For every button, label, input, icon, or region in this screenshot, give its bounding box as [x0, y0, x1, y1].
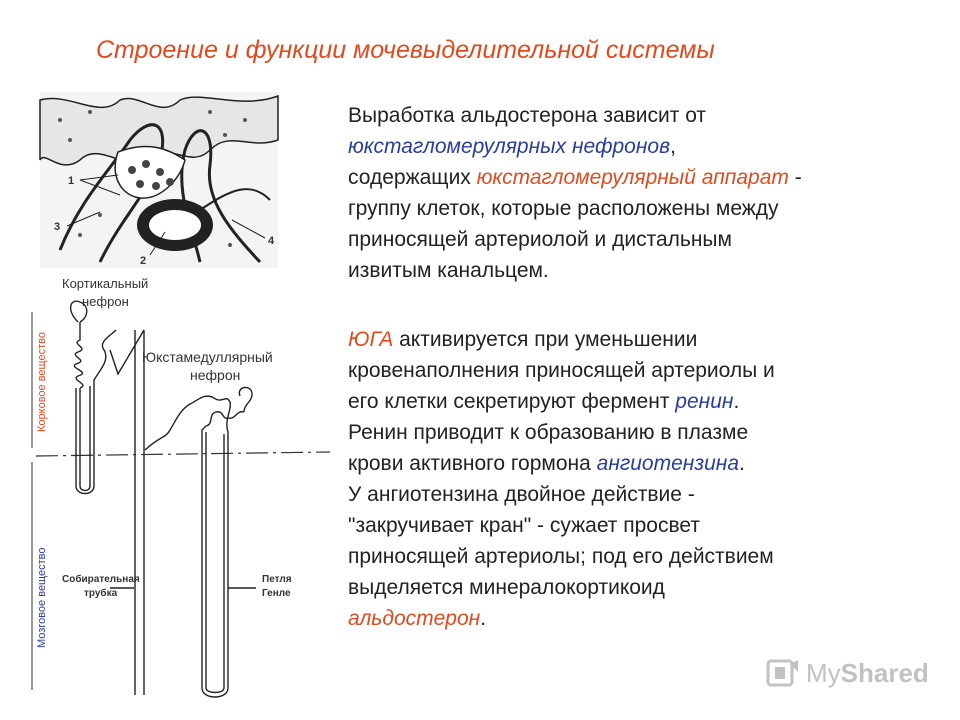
cortex-medulla-boundary: [35, 451, 331, 457]
p2-line-8: приносящей артериолы; под его действием: [348, 545, 774, 568]
jga-paragraph: ЮГА активируется при уменьшении кровенап…: [348, 324, 928, 634]
marker-1: 1: [68, 175, 74, 187]
myshared-watermark: MyShared: [766, 656, 929, 690]
p2-line-5: крови активного гормона ангиотензина.: [348, 448, 928, 479]
slide-title: Строение и функции мочевыделительной сис…: [96, 36, 715, 64]
p2-line-9: выделяется минералокортикоид: [348, 576, 665, 599]
p1-line-3-head: содержащих: [348, 166, 477, 189]
aldosterone-paragraph: Выработка альдостерона зависит от юкстаг…: [348, 100, 928, 286]
p1-line-4: группу клеток, которые расположены между: [348, 197, 779, 220]
term-aldosterone: альдостерон: [348, 607, 481, 630]
p2-line-2: кровенаполнения приносящей артериолы и: [348, 359, 775, 382]
p2-line-3: его клетки секретируют фермент ренин.: [348, 386, 928, 417]
p1-line-2-tail: ,: [670, 135, 676, 158]
term-juxtaglomerular-apparatus: юкстагломерулярный аппарат: [476, 166, 789, 189]
collecting-duct: [109, 329, 145, 695]
p2-line-4: Ренин приводит к образованию в плазме: [348, 421, 749, 444]
marker-2: 2: [140, 255, 146, 267]
marker-3: 3: [54, 221, 60, 233]
p1-line-1: Выработка альдостерона зависит от: [348, 104, 707, 127]
p2-line-1-tail: активируется при уменьшении: [393, 328, 698, 351]
p2-line-5-tail: .: [739, 452, 745, 475]
marker-4: 4: [268, 235, 275, 247]
p1-line-6: извитым канальцем.: [348, 259, 549, 282]
p2-line-3-head: его клетки секретируют фермент: [348, 390, 676, 413]
term-jga: ЮГА: [348, 328, 394, 351]
juxtamedullary-nephron-label-line2: нефрон: [190, 367, 240, 383]
term-angiotensin: ангиотензина: [596, 452, 740, 475]
watermark-text: MyShared: [806, 658, 929, 689]
cortical-nephron-label-line1: Кортикальный: [62, 276, 148, 291]
p1-line-5: приносящей артериолой и дистальным: [348, 228, 732, 251]
medulla-side-label: Мозговое вещество: [36, 547, 48, 648]
p1-line-3-tail: -: [788, 166, 802, 189]
henle-loop-label-line2: Генле: [262, 588, 291, 599]
p1-line-3: содержащих юкстагломерулярный аппарат -: [348, 162, 928, 193]
collecting-duct-label-line1: Собирательная: [62, 573, 140, 585]
collecting-duct-label-line2: трубка: [84, 587, 118, 599]
p2-line-7: "закручивает кран" - сужает просвет: [348, 514, 701, 537]
term-renin: ренин: [675, 390, 734, 413]
juxtamedullary-nephron: [144, 386, 256, 698]
watermark-my: My: [806, 657, 841, 688]
myshared-logo-icon: [766, 659, 798, 687]
juxtaglomerular-micrograph: [39, 92, 279, 268]
p1-line-2: юкстагломерулярных нефронов,: [348, 131, 928, 162]
nephron-diagram: 1 2 3 4 Кортикальный нефрон Юкстамедулля…: [31, 92, 331, 698]
term-juxtaglomerular-nephrons: юкстагломерулярных нефронов: [348, 135, 671, 158]
juxtamedullary-nephron-label-line1: Юкстамедуллярный: [142, 349, 273, 365]
henle-loop-label-line1: Петля: [262, 574, 292, 585]
p2-line-10: альдостерон.: [348, 603, 928, 634]
p2-line-6: У ангиотензина двойное действие -: [348, 483, 695, 506]
cortical-nephron: [70, 300, 117, 495]
p2-line-3-tail: .: [733, 390, 740, 413]
cortex-side-label: Корковое вещество: [36, 332, 48, 432]
p2-line-1: ЮГА активируется при уменьшении: [348, 324, 928, 355]
watermark-shared: Shared: [840, 657, 929, 688]
p2-line-10-tail: .: [480, 607, 487, 630]
p2-line-5-head: крови активного гормона: [348, 452, 597, 475]
cortical-nephron-label-line2: нефрон: [82, 294, 129, 309]
